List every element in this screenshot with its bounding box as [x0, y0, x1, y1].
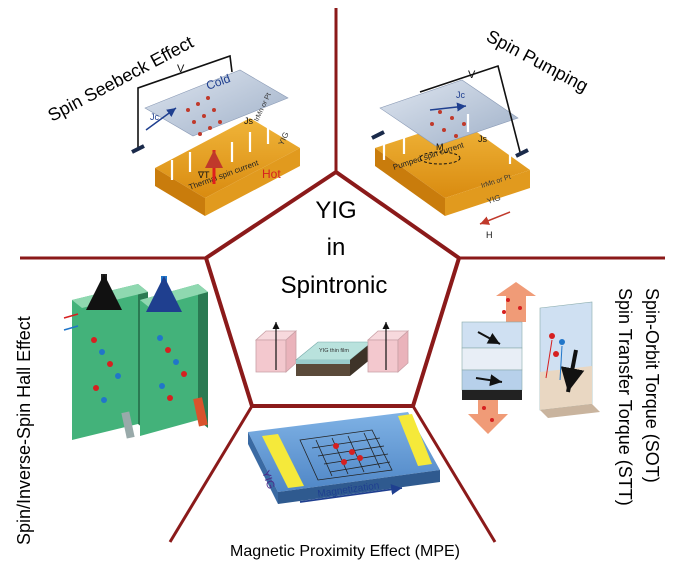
stt-top-block — [461, 321, 523, 349]
sh-spin-chain-right — [157, 335, 187, 401]
ss-jc: Jc — [150, 112, 160, 122]
stt-mid-block — [461, 347, 523, 371]
mpe-title: Magnetic Proximity Effect (MPE) — [230, 543, 460, 560]
ss-js: Js — [244, 116, 254, 126]
ss-spin-arrows — [170, 124, 270, 180]
sot-figure — [461, 282, 600, 434]
divider-bottom-left — [168, 405, 254, 543]
divider-lines — [20, 8, 665, 543]
stt-base — [462, 390, 522, 400]
mpe-figure: YIG Magnetization — [248, 412, 440, 504]
stt-dots — [482, 298, 522, 422]
spin-hall-figure — [63, 274, 208, 440]
stt-arrow-down — [468, 400, 508, 434]
sp-yig-label: YIG — [486, 193, 502, 206]
sp-yig-side — [445, 170, 530, 216]
ss-spin-dots — [186, 96, 222, 136]
sot-device — [539, 301, 600, 418]
sp-mag: M — [436, 142, 444, 152]
ss-hot: Hot — [262, 167, 281, 181]
ss-yig-top — [155, 118, 300, 198]
pink-cube-right — [366, 330, 410, 373]
stt-mag-arrow-2 — [475, 374, 503, 387]
sp-spin-dots — [430, 110, 466, 138]
sp-jc: Jc — [456, 90, 466, 100]
sh-tab-gray — [121, 411, 135, 439]
sp-jc-arrow — [429, 102, 467, 112]
mpe-mag-arrow — [299, 484, 403, 503]
spin-hall-title: Spin/Inverse-Spin Hall Effect — [14, 316, 34, 545]
ss-yig-side — [205, 148, 300, 216]
mpe-red-atoms — [333, 443, 363, 465]
sp-field: H — [486, 230, 493, 240]
ss-voltage-wire — [137, 54, 233, 150]
sh-arrow-blue — [63, 325, 79, 331]
sh-arrow-red — [63, 313, 79, 319]
sp-field-arrow — [479, 211, 511, 225]
spin-pumping-title: Spin Pumping — [483, 26, 591, 96]
mpe-electrode-left — [262, 434, 304, 488]
spin-pumping-figure: V Jc Js Pumped spin current M IrMn or Pt… — [371, 64, 530, 240]
stt-mag-arrow-1 — [477, 331, 501, 345]
spin-seebeck-figure: V Cold IrMn or Pt YIG Hot Thermal spin c… — [131, 54, 300, 216]
center-title-in: in — [327, 234, 346, 261]
sp-yig-top — [375, 120, 530, 198]
sp-js: Js — [478, 134, 488, 144]
stt-title: Spin Transfer Torque (STT) — [615, 288, 635, 506]
center-figure: YIG thin film — [254, 322, 410, 376]
sp-yig-front — [375, 148, 445, 216]
center-title-spintronic: Spintronic — [281, 272, 388, 299]
ss-metal — [144, 69, 289, 137]
sot-arrow-up — [496, 282, 536, 322]
sp-spin-arrows — [382, 114, 512, 164]
center-title-yig: YIG — [315, 197, 356, 224]
sh-spin-chain-left — [91, 337, 121, 403]
sp-voltage-wire — [419, 64, 521, 153]
sot-title: Spin-Orbit Torque (SOT) — [642, 288, 662, 483]
ss-voltage: V — [177, 63, 185, 75]
sp-precession — [419, 151, 461, 165]
sp-metal — [379, 79, 519, 147]
pink-cube-left — [254, 330, 298, 373]
film-label: YIG thin film — [319, 348, 349, 354]
mpe-slab-front — [248, 432, 278, 504]
mpe-slab-side — [278, 470, 440, 504]
sp-voltage: V — [468, 69, 476, 81]
yig-film-block — [295, 341, 373, 376]
ss-jc-arrow — [145, 107, 177, 131]
ss-yig-front — [155, 168, 205, 216]
ss-grad: ∇T — [197, 170, 210, 180]
divider-bottom-right — [411, 405, 497, 543]
sh-tab-red — [193, 397, 208, 427]
mpe-electrode-right — [398, 414, 432, 466]
